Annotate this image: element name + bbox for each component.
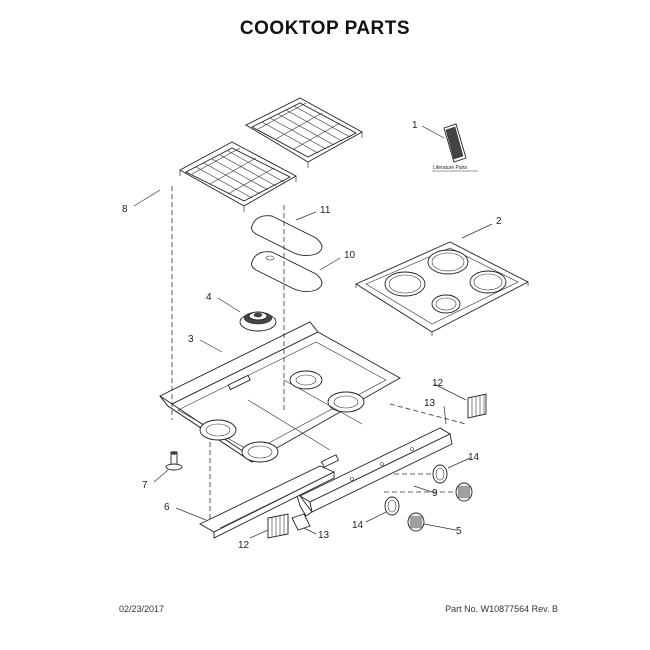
literature-parts-label: Literature Parts <box>433 165 468 171</box>
callout-4: 4 <box>206 292 212 303</box>
callout-11: 11 <box>320 205 331 216</box>
control-knob-lower[interactable] <box>407 512 425 532</box>
vent-grille-right[interactable] <box>467 393 487 419</box>
cooktop-panel[interactable] <box>355 241 529 336</box>
vent-grille-left[interactable] <box>267 513 289 539</box>
grate-left[interactable] <box>179 141 297 212</box>
callout-14-upper: 14 <box>468 452 480 463</box>
front-trim[interactable] <box>199 454 340 539</box>
callout-13-left: 13 <box>318 530 330 541</box>
footer-date: 02/23/2017 <box>119 604 165 614</box>
callout-12-right: 12 <box>432 378 444 389</box>
cooktop-main-top[interactable] <box>159 321 401 463</box>
callout-2: 2 <box>496 216 502 227</box>
burner-head[interactable] <box>239 311 277 332</box>
alignment-guides <box>171 186 467 530</box>
callout-6: 6 <box>164 502 170 513</box>
griddle-base[interactable] <box>251 251 323 293</box>
callout-14-lower: 14 <box>352 520 364 531</box>
grate-right[interactable] <box>245 97 363 168</box>
callout-8: 8 <box>122 204 128 215</box>
callout-5: 5 <box>456 526 462 537</box>
leader-lines <box>133 125 493 539</box>
control-knob-upper[interactable] <box>455 482 473 502</box>
callout-9: 9 <box>432 488 438 499</box>
griddle-plate[interactable] <box>251 215 323 257</box>
callout-7: 7 <box>142 480 148 491</box>
knob-bezel-upper[interactable] <box>432 464 448 484</box>
callout-12-left: 12 <box>238 540 250 551</box>
bracket-small[interactable] <box>291 513 311 531</box>
callout-13-right: 13 <box>424 398 436 409</box>
literature-parts-booklet[interactable] <box>432 123 478 172</box>
footer-part-number: Part No. W10877564 Rev. B <box>445 604 558 614</box>
knob-bezel-lower[interactable] <box>384 496 400 516</box>
page-title: COOKTOP PARTS <box>239 18 411 39</box>
valve-stem[interactable] <box>165 451 183 471</box>
callout-1: 1 <box>412 120 418 131</box>
manifold-rail[interactable] <box>295 427 453 517</box>
callout-10: 10 <box>344 250 356 261</box>
callout-3: 3 <box>188 334 194 345</box>
